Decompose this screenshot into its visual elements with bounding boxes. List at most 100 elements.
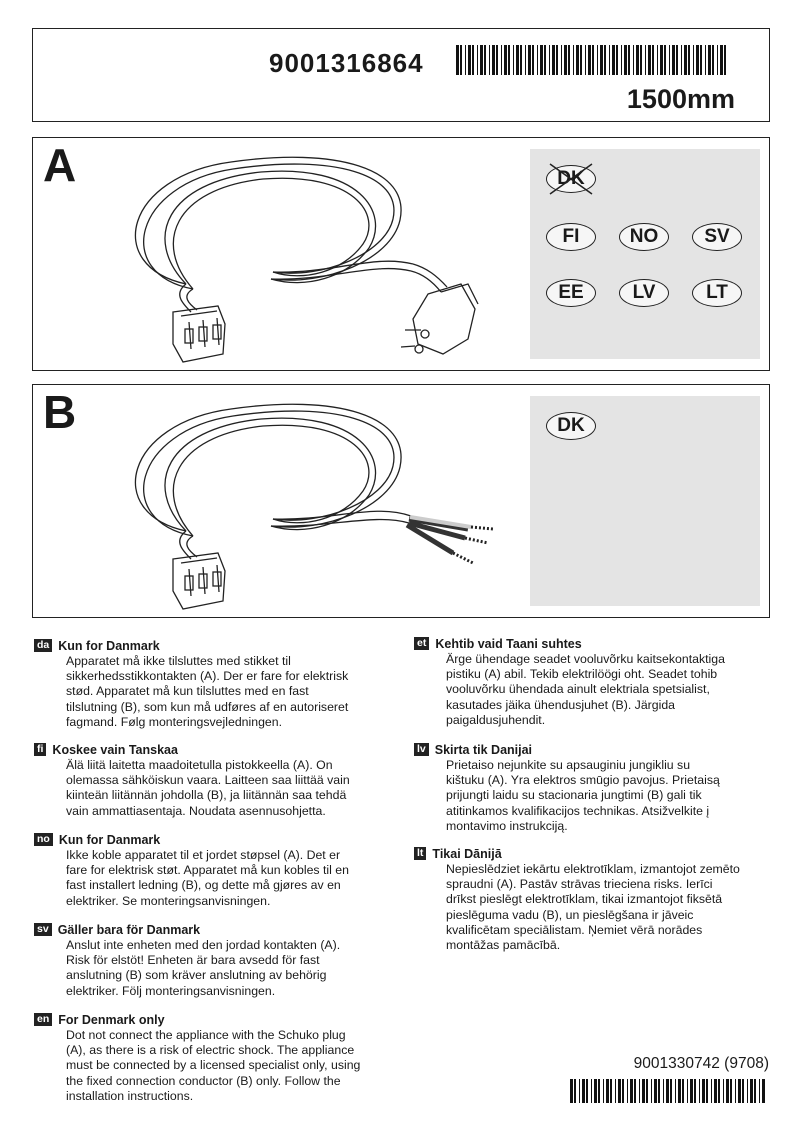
section-title: Kun for Danmark	[58, 638, 160, 653]
barcode-bar	[714, 1079, 717, 1103]
section-line: elektriker. Följ monteringsanvisningen.	[66, 983, 276, 998]
barcode-bar	[628, 45, 630, 75]
barcode-bar	[513, 45, 514, 75]
language-tag: da	[34, 639, 53, 652]
barcode-bar	[622, 1079, 624, 1103]
part-number-barcode	[456, 45, 726, 75]
barcode-bar	[472, 45, 474, 75]
cable-length: 1500mm	[626, 84, 735, 114]
section-line: prijungti laidu su stacionaria jungtimi …	[446, 788, 702, 803]
barcode-bar	[591, 1079, 592, 1103]
barcode-bar	[724, 45, 726, 75]
barcode-bar	[570, 1079, 573, 1103]
barcode-bar	[468, 45, 471, 75]
barcode-bar	[750, 1079, 753, 1103]
section-line: tilslutning (B), som kun må udføres af e…	[66, 699, 349, 714]
barcode-bar	[633, 45, 634, 75]
barcode-bar	[735, 1079, 736, 1103]
barcode-bar	[642, 1079, 645, 1103]
barcode-bar	[609, 45, 610, 75]
barcode-bar	[702, 1079, 705, 1103]
section-line: fare for elektrisk støt. Apparatet må ku…	[66, 863, 349, 878]
barcode-bar	[634, 1079, 636, 1103]
barcode-bar	[672, 45, 675, 75]
barcode-bar	[597, 45, 598, 75]
barcode-bar	[747, 1079, 748, 1103]
section-line: spraudni (A). Pastāv strāvas trieciena r…	[446, 877, 713, 892]
barcode-bar	[682, 1079, 684, 1103]
section-title: For Denmark only	[58, 1012, 165, 1027]
barcode-bar	[664, 45, 666, 75]
schuko-cable-illustration	[134, 156, 479, 363]
barcode-bar	[738, 1079, 741, 1103]
header-box: 9001316864 1500mm	[32, 28, 770, 122]
section-line: vooluvõrku ühendada ainult elektriala sp…	[446, 682, 710, 697]
barcode-bar	[504, 45, 507, 75]
barcode-bar	[694, 1079, 696, 1103]
section-line: pistiku (A) abil. Tekib elektrilöögi oht…	[446, 667, 718, 682]
section-title: Kun for Danmark	[58, 832, 161, 847]
barcode-bar	[564, 45, 567, 75]
country-badge-ee: EE	[546, 279, 596, 307]
section-da: da Kun for Danmark Apparatet må ikke tils…	[34, 638, 379, 730]
barcode-bar	[670, 1079, 672, 1103]
section-line: fast installert ledning (B), og dette må…	[66, 878, 341, 893]
barcode-bar	[616, 45, 618, 75]
barcode-bar	[658, 1079, 660, 1103]
country-badge-lv: LV	[619, 279, 669, 307]
barcode-bar	[684, 45, 687, 75]
barcode-bar	[712, 45, 714, 75]
section-line: atitinkamos kvalifikacijos technikas. At…	[446, 803, 710, 818]
language-tag: lv	[414, 743, 429, 756]
section-line: Apparatet må ikke tilsluttes med stikket…	[66, 654, 291, 668]
barcode-bar	[556, 45, 558, 75]
barcode-bar	[699, 1079, 700, 1103]
barcode-bar	[705, 45, 706, 75]
barcode-bar	[568, 45, 570, 75]
barcode-bar	[552, 45, 555, 75]
section-line: must be connected by a licensed speciali…	[66, 1058, 361, 1073]
barcode-bar	[561, 45, 562, 75]
section-title: Skirta tik Danijai	[434, 742, 533, 757]
section-line: (A), as there is a risk of electric shoc…	[66, 1043, 355, 1058]
barcode-bar	[640, 45, 642, 75]
barcode-bar	[544, 45, 546, 75]
barcode-bar	[759, 1079, 760, 1103]
section-lv: lv Skirta tik Danijai Prietaiso nejunkite…	[414, 742, 759, 834]
section-line: kištuku (A). Yra elektros smūgio pavojus…	[446, 773, 720, 788]
barcode-bar	[708, 45, 711, 75]
barcode-bar	[582, 1079, 585, 1103]
section-title: Kehtib vaid Taani suhtes	[435, 636, 582, 651]
barcode-bar	[651, 1079, 652, 1103]
barcode-bar	[652, 45, 654, 75]
country-badge-sv: SV	[692, 223, 742, 251]
section-line: installation instructions.	[66, 1088, 194, 1103]
barcode-bar	[492, 45, 495, 75]
country-badge-lt: LT	[692, 279, 742, 307]
barcode-bar	[592, 45, 594, 75]
language-tag: fi	[34, 743, 47, 756]
barcode-bar	[711, 1079, 712, 1103]
barcode-bar	[678, 1079, 681, 1103]
section-line: Risk för elstöt! Enheten är bara avsedd …	[66, 953, 320, 968]
barcode-bar	[615, 1079, 616, 1103]
barcode-bar	[762, 1079, 765, 1103]
section-line: Prietaiso nejunkite su apsauginiu jungik…	[446, 758, 691, 772]
section-line: kiinteän liitännän johdolla (B), ja liit…	[66, 788, 347, 803]
section-line: stød. Apparatet må kun tilsluttes med en…	[66, 684, 309, 699]
section-title: Koskee vain Tanskaa	[52, 742, 178, 757]
barcode-bar	[598, 1079, 600, 1103]
section-line: anslutning (B) som kräver anslutning av …	[66, 968, 327, 983]
barcode-bar	[720, 45, 723, 75]
section-line: vain ammattiasentaja. Noudata asennusohj…	[66, 803, 326, 818]
barcode-bar	[508, 45, 510, 75]
barcode-bar	[627, 1079, 628, 1103]
barcode-bar	[477, 45, 478, 75]
document-number-barcode	[570, 1079, 765, 1103]
panel-letter: A	[43, 139, 77, 191]
country-panel: DK FI NO SV EE LV LT	[530, 149, 760, 359]
section-line: Dot not connect the appliance with the S…	[66, 1028, 346, 1042]
barcode-bar	[754, 1079, 756, 1103]
